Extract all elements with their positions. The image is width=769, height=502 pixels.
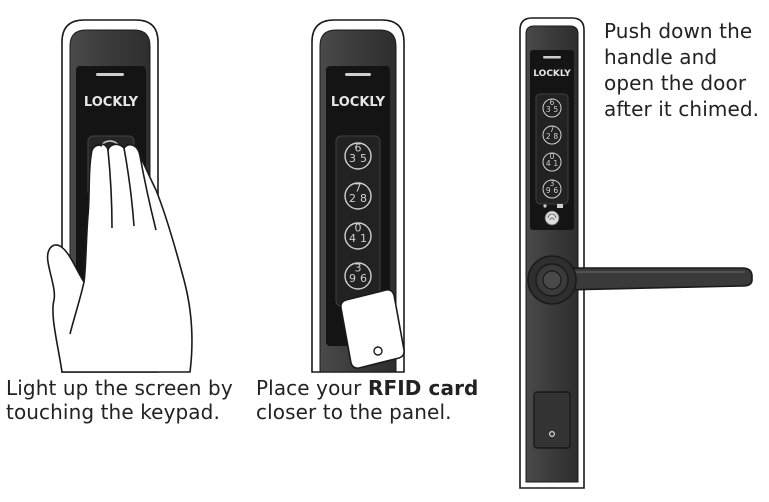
keypad-area: [535, 93, 569, 205]
step-1-line-1: Light up the screen by: [6, 376, 233, 400]
keypad-digit: 4: [349, 232, 356, 245]
door-handle-icon[interactable]: [527, 255, 753, 305]
keypad-digit: 7: [550, 125, 555, 134]
keypad-digit: 6: [553, 186, 558, 195]
step-3-line-2: handle and: [604, 45, 718, 69]
keypad-digit: 9: [546, 186, 551, 195]
keypad-digit: 8: [553, 132, 558, 141]
keypad-digit: 6: [550, 98, 555, 107]
step-1-caption: Light up the screen by touching the keyp…: [6, 376, 246, 424]
keypad-digit: 6: [360, 272, 367, 285]
step-2-line-1-prefix: Place your: [256, 376, 368, 400]
keypad-digit: 8: [360, 192, 367, 205]
step-2-line-1-bold: RFID card: [367, 376, 479, 400]
step-1-line-2: touching the keypad.: [6, 400, 220, 424]
keypad-digit: 0: [355, 221, 362, 234]
step-2-line-2: closer to the panel.: [256, 400, 452, 424]
keyhole-icon: [548, 431, 555, 438]
keypad-digit: 3: [546, 105, 551, 114]
keypad-digit: 7: [355, 181, 362, 194]
keypad-digit: 5: [553, 105, 558, 114]
indicator-light: [345, 73, 371, 76]
brand-logo-3: LOCKLY: [533, 69, 571, 79]
rfid-card-icon: [340, 289, 405, 369]
keypad-digit: 4: [546, 159, 551, 168]
keypad-digit: 6: [355, 141, 362, 154]
indicator-light: [543, 56, 561, 59]
keypad-digit: 2: [546, 132, 551, 141]
keypad-digit: 3: [550, 179, 555, 188]
step-3-line-3: open the door: [604, 71, 747, 95]
fingerprint-icon[interactable]: [544, 210, 560, 226]
indicator-light: [96, 73, 124, 76]
keypad-digit: 1: [360, 232, 367, 245]
keypad-digit: 5: [360, 152, 367, 165]
keypad-digit: 2: [349, 192, 356, 205]
wifi-indicator-icon: [543, 204, 547, 208]
keypad-digit: 0: [550, 152, 555, 161]
keypad-digit: 1: [553, 159, 558, 168]
step-3-caption: Push down the handle and open the door a…: [604, 18, 764, 122]
battery-indicator-icon: [557, 204, 563, 208]
keypad-digit: 9: [349, 272, 356, 285]
brand-logo-2: LOCKLY: [331, 95, 386, 110]
key-cover[interactable]: [533, 391, 571, 449]
brand-logo-1: LOCKLY: [84, 95, 139, 110]
step-2-caption: Place your RFID card closer to the panel…: [256, 376, 496, 424]
step-3-line-4: after it chimed.: [604, 97, 760, 121]
keypad-digit: 3: [349, 152, 356, 165]
keypad-digit: 3: [355, 261, 362, 274]
step-3-line-1: Push down the: [604, 19, 753, 43]
hand-icon: [46, 143, 193, 373]
